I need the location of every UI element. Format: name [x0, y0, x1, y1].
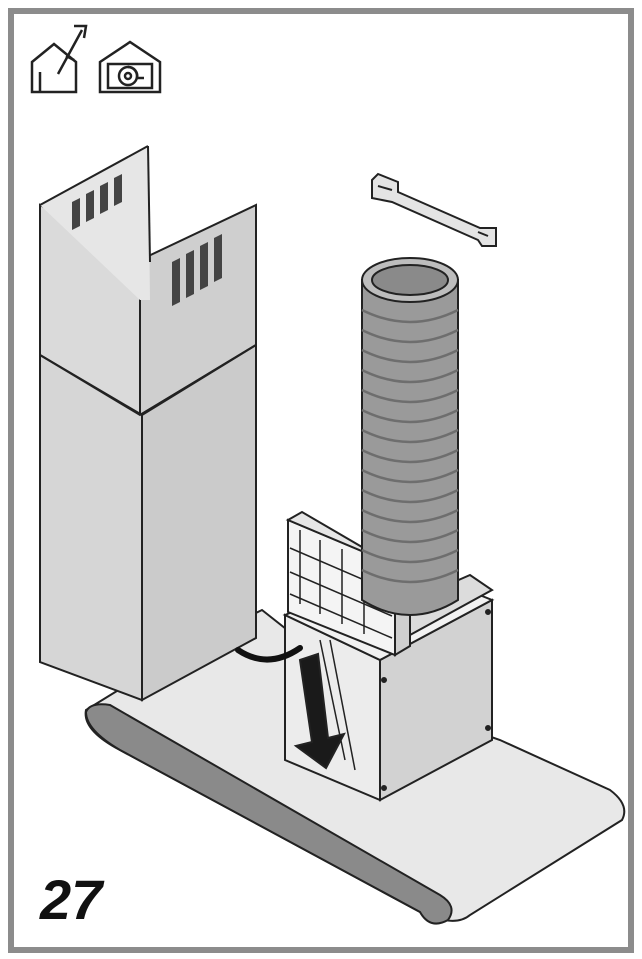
insert-direction-arrow — [293, 652, 346, 770]
house-recirculation-icon — [98, 40, 162, 94]
step-number: 27 — [40, 868, 103, 931]
chimney-lower-section — [39, 343, 257, 702]
power-cable — [235, 645, 303, 663]
mounting-bracket — [371, 172, 497, 247]
house-exhaust-vent-icon — [30, 24, 88, 94]
flexible-duct — [361, 257, 459, 616]
